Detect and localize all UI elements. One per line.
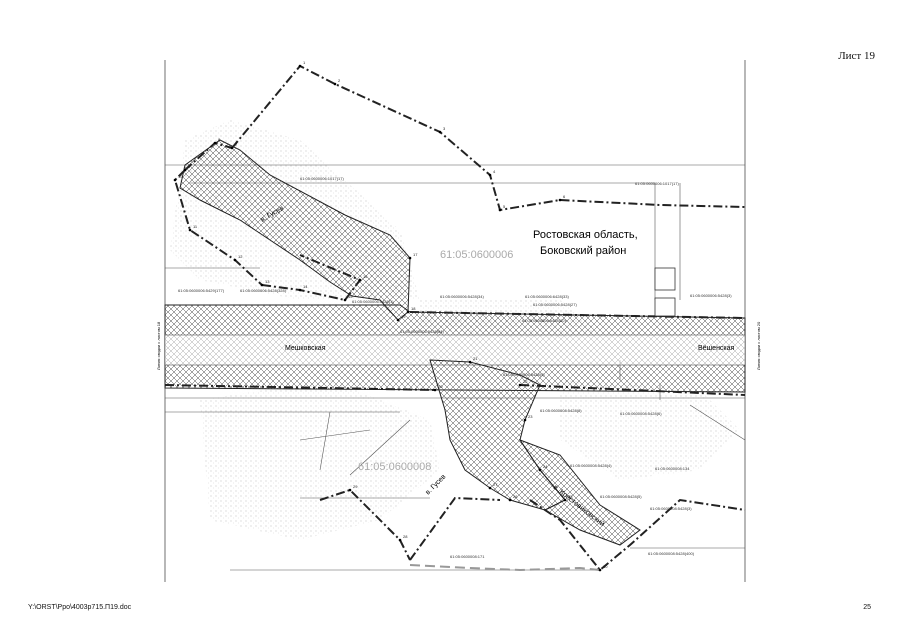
boundary-point bbox=[598, 568, 602, 572]
boundary-point bbox=[488, 486, 492, 490]
boundary-point bbox=[498, 208, 502, 212]
boundary-point-label: 5 bbox=[503, 204, 506, 209]
boundary-point-label: 25 bbox=[568, 494, 573, 499]
boundary-point bbox=[213, 141, 217, 145]
boundary-point-label: 10 bbox=[178, 174, 183, 179]
left-vertical-label: Линия сводки с листом 18 bbox=[156, 321, 161, 370]
boundary-point bbox=[398, 538, 402, 542]
boundary-point-label: 20 bbox=[438, 384, 443, 389]
boundary-point-label: 9 bbox=[188, 164, 191, 169]
boundary-point bbox=[563, 498, 567, 502]
boundary-point bbox=[358, 278, 362, 282]
parcel-label: 61:05:0600006:5428(3) bbox=[690, 293, 732, 298]
cadastral-block-north: 61:05:0600006 bbox=[440, 249, 513, 261]
boundary-point-label: 28 bbox=[403, 534, 408, 539]
parcel-label: 61:05:0600006:5428(1) bbox=[352, 299, 394, 304]
boundary-point-label: 21 bbox=[473, 356, 478, 361]
boundary-point-label: 17 bbox=[413, 252, 418, 257]
south-dashed-line bbox=[409, 564, 601, 572]
parcel-label: 61:05:0600006:5428(84) bbox=[400, 329, 444, 334]
boundary-points: 1234567891011121314151617181920212223242… bbox=[173, 60, 608, 572]
parcel-label: 61:05:0600006:1017(17) bbox=[635, 181, 679, 186]
boundary-point bbox=[230, 146, 234, 150]
boundary-point-label: 12 bbox=[238, 254, 243, 259]
place-right: Вёшенская bbox=[698, 345, 735, 352]
page-number: 25 bbox=[863, 604, 871, 611]
parcel-label: 61:05:0600006:5428(34) bbox=[440, 294, 484, 299]
boundary-point bbox=[538, 468, 542, 472]
parcel-label: 61:05:0600008:5428(4) bbox=[570, 463, 612, 468]
parcel-label: 61:05:0600008:5428(5) bbox=[600, 494, 642, 499]
boundary-point-label: 2 bbox=[338, 78, 341, 83]
parcel-label: 61:05:0600008:171 bbox=[450, 554, 485, 559]
parcel-label: 61:05:0600006:1017(17) bbox=[300, 176, 344, 181]
boundary-point-label: 7 bbox=[235, 142, 238, 147]
parcel-label: 61:05:0600006:5428(4) bbox=[503, 372, 545, 377]
boundary-point bbox=[298, 288, 302, 292]
boundary-point bbox=[408, 256, 412, 260]
boundary-point bbox=[406, 310, 410, 314]
boundary-point-label: 29 bbox=[353, 484, 358, 489]
boundary-point-label: 27 bbox=[493, 482, 498, 487]
boundary-point-label: 15 bbox=[348, 294, 353, 299]
place-left: Мешковская bbox=[285, 345, 326, 352]
boundary-point bbox=[260, 283, 264, 287]
boundary-point-label: 8 bbox=[218, 137, 221, 142]
road-center-strip bbox=[165, 335, 745, 365]
boundary-point-label: 4 bbox=[493, 169, 496, 174]
boundary-point-label: 13 bbox=[265, 279, 270, 284]
parcel-label: 61:05:0600006:5428(80) bbox=[522, 318, 566, 323]
boundary-point bbox=[468, 360, 472, 364]
footer-file-path: Y:\ORST\Ppo\4003р715.П19.doc bbox=[28, 604, 132, 611]
parcel-label: 61:05:0600008:5428(6) bbox=[620, 411, 662, 416]
boundary-point-label: 14 bbox=[303, 284, 308, 289]
region-label-2: Боковский район bbox=[540, 245, 626, 257]
boundary-point-label: 30 bbox=[603, 564, 608, 569]
parcel-label: 61:05:0600006:5429(177) bbox=[178, 288, 225, 293]
boundary-point bbox=[233, 258, 237, 262]
south-street-2-hatch bbox=[518, 438, 641, 546]
boundary-point-label: 24 bbox=[543, 464, 548, 469]
boundary-point-label: 1 bbox=[303, 60, 306, 65]
parcel-label: 61:05:0600006:5428(27) bbox=[533, 302, 577, 307]
boundary-point-label: 19 bbox=[401, 314, 406, 319]
boundary-point bbox=[433, 388, 437, 392]
right-vertical-label: Линия сводки с листом 20 bbox=[756, 321, 761, 370]
boundary-point-label: 26 bbox=[513, 494, 518, 499]
boundary-point bbox=[188, 228, 192, 232]
boundary-point-label: 6 bbox=[563, 194, 566, 199]
sheet-label: Лист 19 bbox=[838, 50, 875, 62]
boundary-point-label: 3 bbox=[443, 126, 446, 131]
structure-marker-2 bbox=[654, 297, 676, 317]
parcel-label: 61:05:0600008:5428(3) bbox=[650, 506, 692, 511]
boundary-point bbox=[438, 130, 442, 134]
boundary-point bbox=[488, 173, 492, 177]
parcel-label: 61:05:0600008:134 bbox=[655, 466, 690, 471]
boundary-point bbox=[558, 198, 562, 202]
boundary-point-label: 11 bbox=[193, 224, 198, 229]
boundary-point bbox=[518, 383, 522, 387]
boundary-point bbox=[508, 498, 512, 502]
boundary-point-label: 23 bbox=[528, 414, 533, 419]
parcel-label: 61:05:0600006:5428(328) bbox=[240, 288, 287, 293]
parcel-labels: 61:05:0600006:1017(17) 61:05:0600006:101… bbox=[178, 176, 732, 559]
boundary-point-label: 18 bbox=[411, 306, 416, 311]
boundary-point-label: 22 bbox=[523, 379, 528, 384]
region-label-1: Ростовская область, bbox=[533, 229, 638, 241]
boundary-point bbox=[333, 82, 337, 86]
boundary-point bbox=[343, 298, 347, 302]
cadastral-block-south: 61:05:0600008 bbox=[358, 461, 431, 473]
boundary-point bbox=[348, 488, 352, 492]
parcel-label: 61:05:0600006:6428(33) bbox=[525, 294, 569, 299]
boundary-point bbox=[173, 178, 177, 182]
boundary-point bbox=[396, 318, 400, 322]
structure-marker bbox=[654, 267, 676, 291]
boundary-point bbox=[183, 168, 187, 172]
parcel-label: 61:05:0600008:5428(8) bbox=[540, 408, 582, 413]
boundary-point bbox=[523, 418, 527, 422]
boundary-point-label: 16 bbox=[363, 274, 368, 279]
boundary-point bbox=[298, 64, 302, 68]
parcel-label: 61:05:0600008:5428(400) bbox=[648, 551, 695, 556]
